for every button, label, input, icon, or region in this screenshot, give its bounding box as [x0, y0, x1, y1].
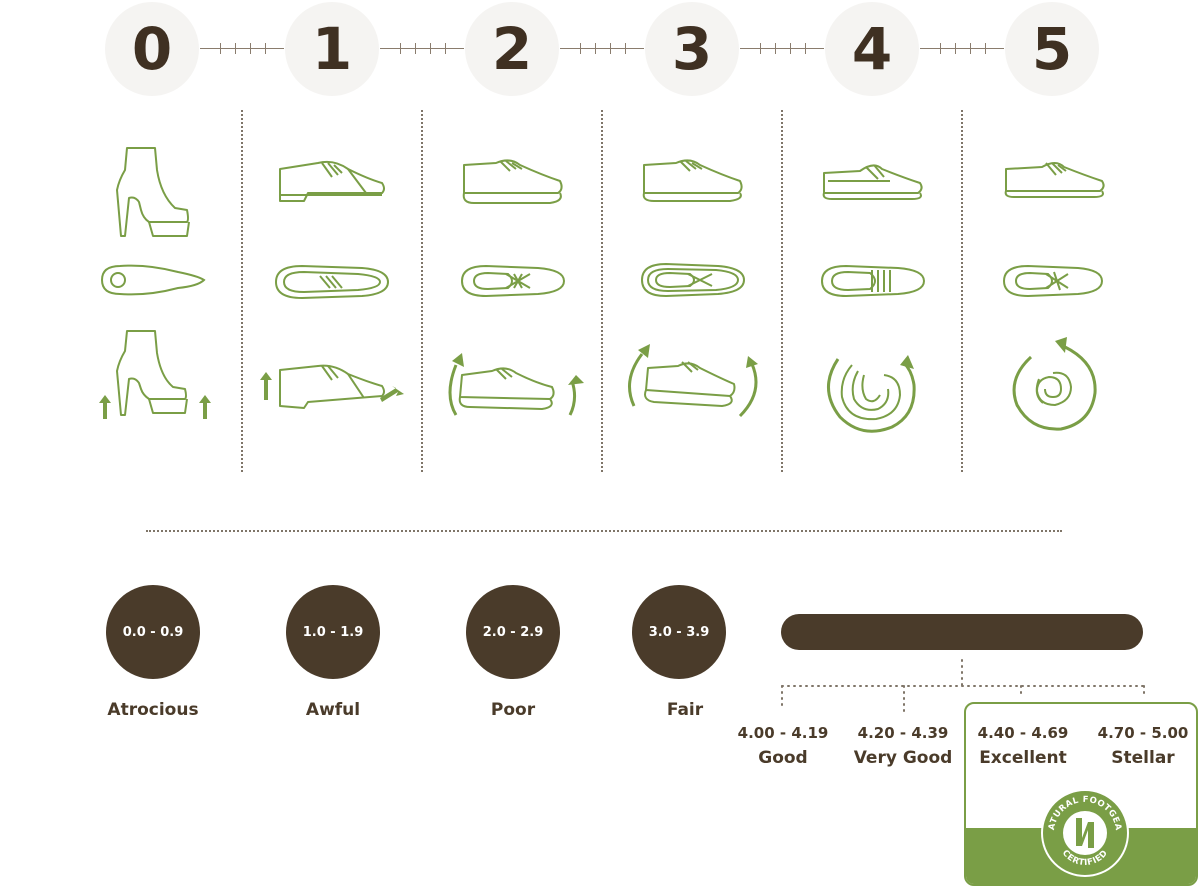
sub-rating-label: Excellent — [979, 748, 1067, 768]
rating-label: Atrocious — [107, 700, 199, 720]
scale-connector — [380, 43, 464, 54]
scale-number-1: 1 — [285, 2, 379, 96]
dress-shoe-top-icon — [274, 264, 390, 300]
sneaker-side-icon — [642, 159, 743, 202]
sub-rating-label: Stellar — [1111, 748, 1175, 768]
heel-lift-icon — [99, 330, 211, 419]
rating-label: Awful — [305, 700, 361, 720]
minimal-shoe-side-icon — [1004, 162, 1105, 198]
sub-rating-label: Very Good — [853, 748, 953, 768]
running-shoe-side-icon — [462, 159, 563, 204]
boat-shoe-roll-icon — [827, 355, 916, 433]
scale-number-3: 3 — [645, 2, 739, 96]
rating-range-badge: 0.0 - 0.9 — [106, 585, 200, 679]
boat-shoe-top-icon — [820, 264, 926, 298]
section-divider — [146, 530, 1062, 532]
dress-shoe-flex-icon — [260, 364, 404, 409]
rating-range-badge: 1.0 - 1.9 — [286, 585, 380, 679]
scale-connector — [740, 43, 824, 54]
scale-connector — [560, 43, 644, 54]
high-heel-side-icon — [116, 147, 190, 237]
minimal-shoe-top-icon — [1002, 264, 1104, 298]
sneaker-top-icon — [640, 262, 746, 298]
running-shoe-flex-icon — [448, 353, 584, 416]
scale-connector — [920, 43, 1004, 54]
column-divider — [601, 110, 603, 472]
scale-number-2: 2 — [465, 2, 559, 96]
minimal-shoe-roll-icon — [1012, 337, 1097, 431]
column-divider — [961, 110, 963, 472]
scale-number-5: 5 — [1005, 2, 1099, 96]
sneaker-flex-icon — [628, 344, 758, 418]
sub-rating-bracket — [781, 659, 1145, 713]
scale-number-4: 4 — [825, 2, 919, 96]
rating-range-badge: 2.0 - 2.9 — [466, 585, 560, 679]
dress-shoe-side-icon — [279, 160, 385, 202]
natural-footgear-certified-seal-icon: NATURAL FOOTGEAR CERTIFIED — [1040, 788, 1129, 877]
boat-shoe-side-icon — [822, 164, 923, 200]
column-divider — [241, 110, 243, 472]
rating-4-bar — [781, 614, 1143, 650]
column-divider — [781, 110, 783, 472]
sub-rating-range: 4.70 - 5.00 — [1097, 724, 1189, 742]
rating-label: Poor — [490, 700, 536, 720]
rating-label: Fair — [666, 700, 704, 720]
high-heel-sole-icon — [100, 264, 206, 296]
sub-rating-range: 4.40 - 4.69 — [977, 724, 1069, 742]
scale-connector — [200, 43, 284, 54]
running-shoe-top-icon — [460, 264, 566, 298]
rating-range-badge: 3.0 - 3.9 — [632, 585, 726, 679]
scale-number-0: 0 — [105, 2, 199, 96]
sub-rating-range: 4.20 - 4.39 — [857, 724, 949, 742]
sub-rating-range: 4.00 - 4.19 — [737, 724, 829, 742]
sub-rating-label: Good — [758, 748, 808, 768]
column-divider — [421, 110, 423, 472]
